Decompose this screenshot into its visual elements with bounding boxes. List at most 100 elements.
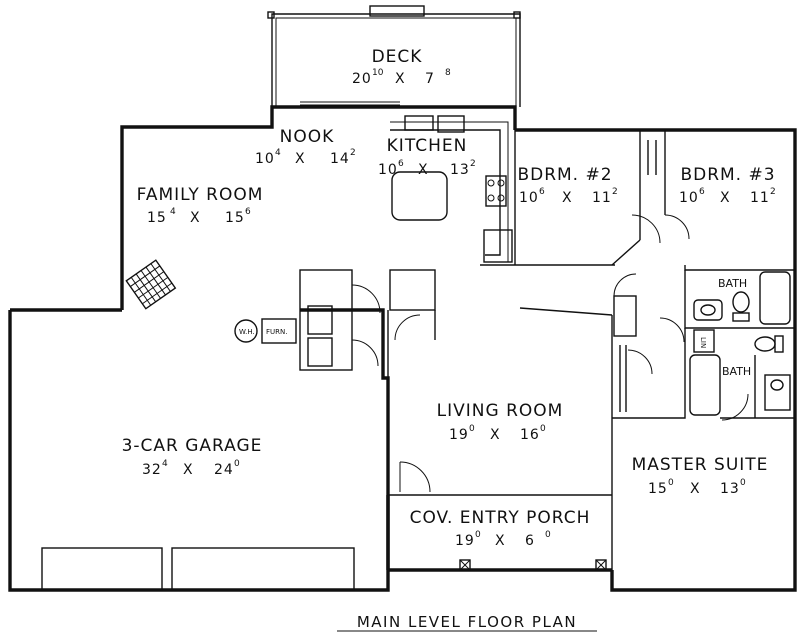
svg-text:0: 0	[234, 459, 240, 469]
burner	[497, 194, 505, 202]
room-name-bdrm2: BDRM. #2	[517, 165, 612, 185]
fridge-icon	[483, 229, 513, 263]
svg-text:2: 2	[470, 159, 476, 169]
sink-icon	[437, 115, 465, 133]
deck-stair	[369, 5, 425, 17]
room-labels: DECK 20 10 X 7 8 NOOK 10 4 X 14 2 KITCHE…	[122, 47, 776, 549]
room-name-porch: COV. ENTRY PORCH	[410, 508, 591, 528]
kitchen-island	[391, 171, 448, 221]
svg-text:10: 10	[378, 162, 398, 178]
svg-text:15: 15	[147, 210, 167, 226]
hall-closet	[613, 295, 637, 337]
dishwasher-icon	[404, 115, 434, 131]
toilet-icon	[754, 336, 776, 352]
svg-text:0: 0	[475, 530, 481, 540]
door-swing	[631, 214, 661, 244]
door-swing	[394, 314, 421, 341]
svg-text:13: 13	[450, 162, 470, 178]
svg-text:24: 24	[214, 462, 234, 478]
bathtub-icon	[759, 271, 791, 325]
svg-text:10: 10	[679, 190, 699, 206]
vanity-icon	[693, 299, 723, 321]
room-dim-deck-l: 7	[425, 71, 435, 87]
svg-text:4: 4	[275, 148, 281, 158]
svg-text:4: 4	[170, 207, 176, 217]
porch-post	[459, 559, 471, 571]
burner	[487, 194, 495, 202]
svg-text:X: X	[562, 190, 573, 206]
door-swing	[351, 284, 381, 314]
deck	[267, 5, 521, 107]
doors	[351, 214, 749, 493]
door-swing	[721, 393, 749, 421]
bathtub-icon	[689, 354, 721, 416]
label-lin: LIN	[699, 337, 707, 348]
label-bath1: BATH	[718, 277, 747, 290]
linen-closet	[693, 329, 715, 353]
svg-text:19: 19	[449, 427, 469, 443]
room-name-living: LIVING ROOM	[437, 401, 564, 421]
deck-outline	[271, 13, 521, 107]
garage-door-icon	[171, 547, 355, 591]
svg-text:X: X	[295, 151, 306, 167]
svg-text:14: 14	[330, 151, 350, 167]
door-swing	[627, 349, 653, 375]
svg-text:X: X	[183, 462, 194, 478]
door-swing	[613, 273, 637, 297]
room-name-nook: NOOK	[280, 127, 335, 147]
door-swing	[664, 214, 690, 240]
kitchen-counter	[390, 129, 501, 256]
toilet-tank	[732, 312, 750, 322]
svg-text:X: X	[495, 533, 506, 549]
svg-text:0: 0	[540, 424, 546, 434]
svg-text:10: 10	[255, 151, 275, 167]
svg-text:32: 32	[142, 462, 162, 478]
interior-walls	[299, 130, 795, 570]
sink-icon	[770, 379, 784, 391]
svg-text:13: 13	[720, 481, 740, 497]
fixtures	[41, 115, 791, 591]
deck-rail	[275, 17, 517, 107]
svg-text:15: 15	[225, 210, 245, 226]
toilet-tank	[774, 335, 784, 353]
toilet-icon	[732, 291, 750, 313]
range-icon	[485, 175, 507, 207]
svg-text:0: 0	[469, 424, 475, 434]
room-name-deck: DECK	[372, 47, 423, 67]
vanity-icon	[764, 374, 791, 411]
door-swing	[659, 317, 685, 343]
door-swing	[351, 339, 379, 367]
north-wall	[120, 105, 517, 310]
garage-door-icon	[41, 547, 163, 591]
svg-text:6: 6	[525, 533, 535, 549]
svg-text:10: 10	[372, 68, 384, 78]
porch-post	[595, 559, 607, 571]
fireplace-icon	[125, 259, 177, 310]
svg-text:X: X	[418, 162, 429, 178]
svg-text:2: 2	[770, 187, 776, 197]
bath2-wall	[612, 328, 686, 419]
room-name-kitchen: KITCHEN	[387, 136, 468, 156]
bdrm3-south-wall	[684, 265, 795, 271]
burner	[487, 179, 495, 187]
label-wh: W.H.	[239, 328, 255, 336]
svg-text:0: 0	[668, 478, 674, 488]
door-swing	[399, 461, 431, 493]
svg-text:X: X	[720, 190, 731, 206]
room-dim-deck-w: 20	[352, 71, 372, 87]
deck-post	[513, 11, 521, 19]
svg-text:X: X	[395, 71, 406, 87]
sink-icon	[700, 304, 716, 316]
hall-wall	[519, 307, 613, 316]
svg-text:15: 15	[648, 481, 668, 497]
label-furn: FURN.	[266, 328, 287, 336]
room-name-bdrm3: BDRM. #3	[680, 165, 775, 185]
room-name-master: MASTER SUITE	[632, 455, 769, 475]
svg-text:X: X	[690, 481, 701, 497]
svg-text:X: X	[490, 427, 501, 443]
svg-text:X: X	[190, 210, 201, 226]
bdrm2-angle-wall	[611, 239, 641, 266]
svg-text:4: 4	[162, 459, 168, 469]
furnace-icon	[261, 318, 297, 344]
